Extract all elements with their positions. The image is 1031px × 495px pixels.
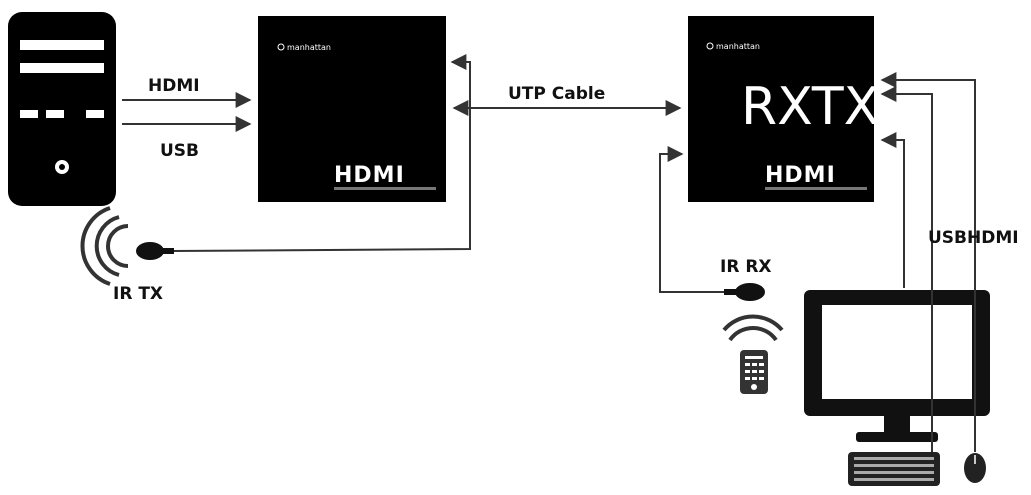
receiver-brand: manhattan <box>716 42 760 51</box>
keyboard-usb-line <box>880 86 933 452</box>
transmitter-brand: manhattan <box>287 43 331 52</box>
ir-tx-line <box>171 54 471 252</box>
transmitter-box: manhattan HDMI <box>258 16 446 202</box>
receiver-hdmi-logo: HDMI <box>765 163 836 188</box>
mouse-usb-line <box>880 72 976 452</box>
monitor-icon <box>804 290 990 442</box>
ir-rx-label: IR RX <box>720 257 772 277</box>
keyboard-icon <box>848 452 940 486</box>
hdmi-label: HDMI <box>148 76 200 96</box>
usb-label: USB <box>160 141 199 161</box>
ir-rx-line <box>659 146 732 293</box>
receiver-overlay-text: RXTX <box>741 77 879 137</box>
remote-control-icon <box>722 314 784 394</box>
rx-usb-hdmi-label: USBHDMI <box>928 228 1019 248</box>
utp-cable-label: UTP Cable <box>508 84 605 104</box>
computer-tower-icon <box>8 12 116 206</box>
mouse-icon <box>964 453 986 483</box>
ir-sensor-icon <box>724 283 765 301</box>
receiver-box: manhattan HDMI RXTX <box>688 16 879 202</box>
ir-tx-label: IR TX <box>113 284 163 304</box>
monitor-hdmi-line <box>880 132 905 288</box>
ir-sensor-icon <box>80 206 174 286</box>
transmitter-hdmi-logo: HDMI <box>334 163 405 188</box>
